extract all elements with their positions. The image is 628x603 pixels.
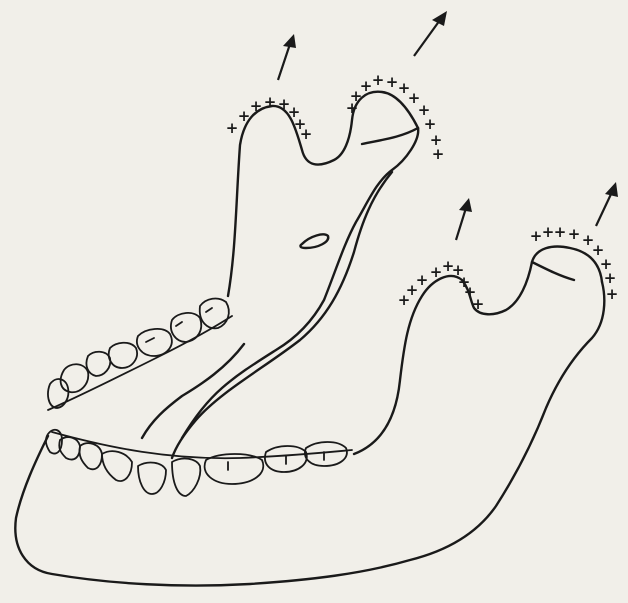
arrow-up-right-icon — [414, 11, 447, 56]
upper-mandible — [142, 92, 418, 438]
upper-mandibular-foramen — [300, 234, 328, 248]
condyle-upper-marks: +++++++++++ — [346, 71, 445, 163]
deposition-plus-marker: + — [472, 295, 485, 313]
deposition-plus-marker: + — [416, 271, 429, 289]
lower-mandible — [15, 172, 604, 586]
coronoid-lower-marks: +++++++++ — [398, 257, 485, 313]
deposition-plus-marker: + — [432, 145, 445, 163]
deposition-plus-marker: + — [264, 93, 277, 111]
lower-premolar — [172, 459, 200, 496]
deposition-plus-marker: + — [554, 223, 567, 241]
coronoid-upper-marks: ++++++++ — [226, 93, 313, 143]
deposition-plus-marker: + — [430, 263, 443, 281]
upper-premolar-2 — [86, 352, 110, 376]
upper-ramus-anterior-border — [228, 92, 418, 296]
lower-canine — [138, 463, 166, 494]
lower-incisor-2 — [79, 443, 102, 469]
upper-ramus-posterior-border — [182, 128, 418, 438]
lower-incisor-3 — [102, 451, 132, 481]
deposition-plus-marker: + — [606, 285, 619, 303]
deposition-plus-marker: + — [300, 125, 313, 143]
deposition-plus-marker: + — [530, 227, 543, 245]
deposition-markers: +++++++++++++++++++++++++++++++++++++ — [226, 71, 619, 313]
growth-arrows — [278, 11, 618, 240]
arrow-up-right-icon — [278, 34, 296, 80]
deposition-plus-marker: + — [226, 119, 239, 137]
upper-canine — [61, 364, 89, 392]
deposition-plus-marker: + — [250, 97, 263, 115]
lower-teeth — [46, 430, 352, 496]
upper-condyle-cap — [362, 128, 418, 144]
deposition-plus-marker: + — [360, 77, 373, 95]
upper-premolar-1 — [109, 343, 137, 368]
deposition-plus-marker: + — [542, 223, 555, 241]
lower-body-outline — [15, 282, 604, 586]
deposition-plus-marker: + — [372, 71, 385, 89]
deposition-plus-marker: + — [386, 73, 399, 91]
deposition-plus-marker: + — [568, 225, 581, 243]
arrow-up-right-icon — [456, 198, 472, 240]
upper-teeth — [48, 299, 232, 410]
upper-molar-1 — [200, 299, 229, 329]
lower-condyle-notch — [532, 262, 574, 280]
deposition-plus-marker: + — [238, 107, 251, 125]
arrow-up-right-icon — [596, 182, 618, 226]
condyle-lower-marks: +++++++++ — [530, 223, 619, 303]
upper-incisor — [48, 379, 68, 408]
upper-tooth-line — [48, 316, 232, 410]
